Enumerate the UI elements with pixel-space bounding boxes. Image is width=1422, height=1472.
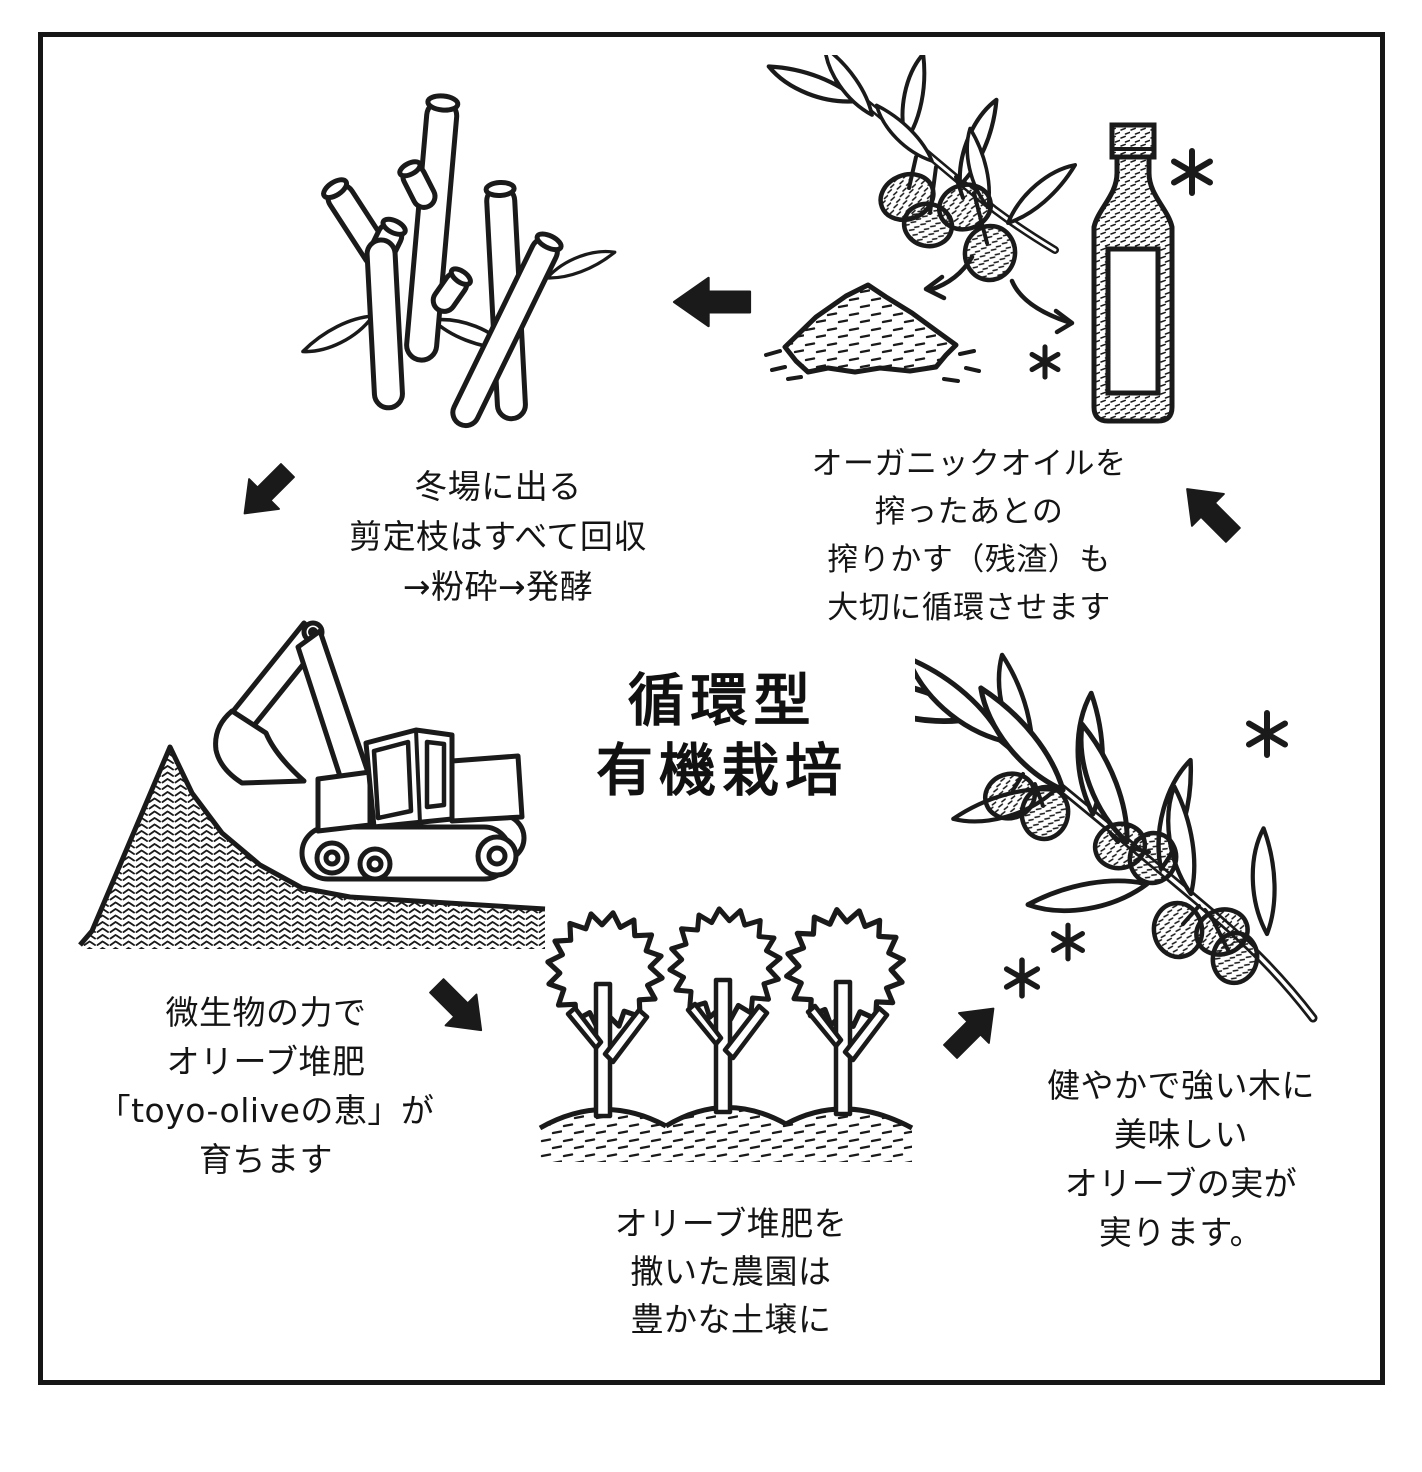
olive-tree <box>774 897 917 1114</box>
caption-oil-residue: オーガニックオイルを 搾ったあとの 搾りかす（残渣）も 大切に循環させます <box>786 440 1152 632</box>
title-line: 循環型 <box>627 668 817 734</box>
caption-line: 搾りかす（残渣）も <box>827 542 1111 578</box>
caption-line: 豊かな土壌に <box>630 1300 832 1339</box>
page-title: 循環型 有機栽培 <box>517 666 927 806</box>
caption-line: →粉砕→発酵 <box>402 567 594 606</box>
caption-compost: 微生物の力で オリーブ堆肥 「toyo-oliveの恵」が 育ちます <box>78 988 454 1184</box>
pruned-branches-illustration <box>296 93 620 429</box>
caption-line: 「toyo-oliveの恵」が <box>97 1091 435 1130</box>
arrow-up-left-icon <box>1170 472 1250 552</box>
caption-line: 育ちます <box>199 1140 333 1179</box>
caption-line: 撒いた農園は <box>630 1252 832 1291</box>
caption-line: オーガニックオイルを <box>811 446 1127 482</box>
caption-line: 微生物の力で <box>165 993 367 1032</box>
compost-mound <box>78 744 546 949</box>
bottle-label <box>1105 246 1161 396</box>
oil-cycle-illustration <box>760 55 1175 424</box>
excavator-compost-illustration <box>78 620 546 949</box>
caption-harvest: 健やかで強い木に 美味しい オリーブの実が 実ります。 <box>993 1061 1369 1257</box>
arrow-down-left-icon <box>228 454 304 530</box>
cut-branches <box>321 93 564 429</box>
excavator-bucket <box>213 708 307 786</box>
olive-tree <box>540 905 670 1116</box>
sparkle-icon <box>1013 330 1077 394</box>
caption-line: 美味しい <box>1114 1115 1248 1154</box>
olive-branch <box>766 55 1085 283</box>
sparkle-icon <box>1160 140 1224 204</box>
caption-soil: オリーブ堆肥を 撒いた農園は 豊かな土壌に <box>548 1200 914 1344</box>
curved-arrow-to-bottle-icon <box>1009 278 1075 335</box>
branch-leaves <box>915 648 1280 934</box>
excavator <box>213 620 527 882</box>
caption-line: 実ります。 <box>1098 1213 1264 1252</box>
olive-trees-illustration <box>518 866 948 1162</box>
curved-arrow-to-pile-icon <box>923 254 975 301</box>
caption-line: オリーブ堆肥を <box>614 1204 848 1243</box>
oil-bottle <box>1091 122 1175 424</box>
olive-tree <box>664 903 786 1112</box>
caption-line: 剪定枝はすべて回収 <box>349 517 647 556</box>
caption-pruning: 冬場に出る 剪定枝はすべて回収 →粉砕→発酵 <box>312 462 684 612</box>
arrow-left-icon <box>672 276 752 328</box>
sparkle-icon <box>1235 702 1299 766</box>
fruiting-olive-branch-illustration <box>915 648 1318 1023</box>
sparkle-icon <box>990 946 1054 1010</box>
olives <box>983 771 1260 986</box>
caption-line: 搾ったあとの <box>874 494 1064 530</box>
caption-line: 冬場に出る <box>414 467 582 506</box>
caption-line: オリーブ堆肥 <box>166 1042 366 1081</box>
caption-line: オリーブの実が <box>1064 1164 1298 1203</box>
pomace-pile <box>764 282 981 383</box>
caption-line: 健やかで強い木に <box>1047 1066 1315 1105</box>
frame-border <box>38 32 1385 1385</box>
title-line: 有機栽培 <box>596 738 848 804</box>
caption-line: 大切に循環させます <box>827 590 1111 626</box>
